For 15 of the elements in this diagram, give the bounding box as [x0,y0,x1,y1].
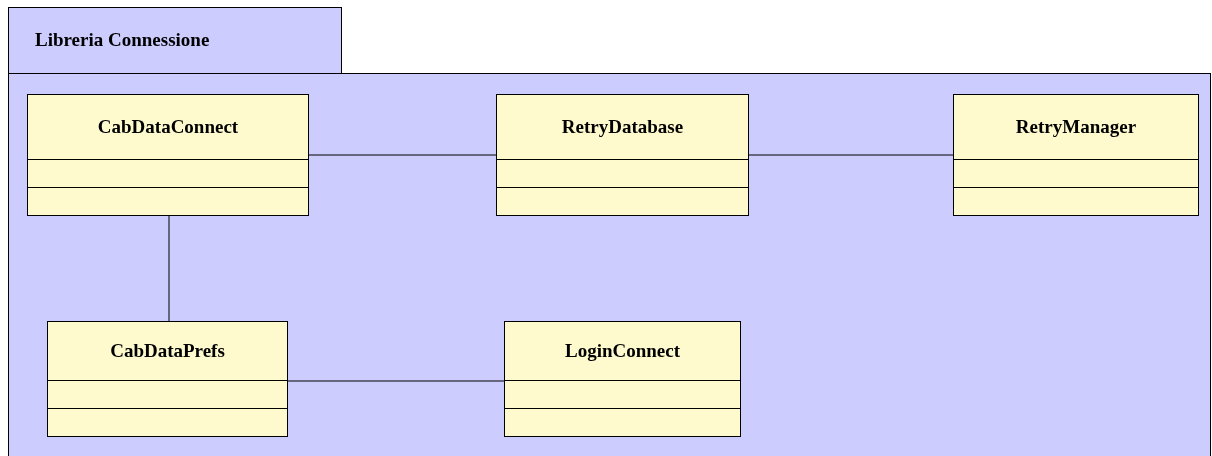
association-line [287,380,505,382]
class-box [47,321,288,437]
class-box [504,321,741,437]
class-name: RetryDatabase [561,114,684,139]
class-name: CabDataPrefs [110,338,225,363]
association-line [168,215,170,322]
package-tab: Libreria Connessione [8,7,342,74]
class-box [496,94,749,216]
class-name: LoginConnect [564,338,681,363]
association-line [308,154,497,156]
class-box [27,94,309,216]
class-box [953,94,1199,216]
association-line [748,154,954,156]
class-name: CabDataConnect [97,114,239,139]
class-name: RetryManager [1015,114,1137,139]
